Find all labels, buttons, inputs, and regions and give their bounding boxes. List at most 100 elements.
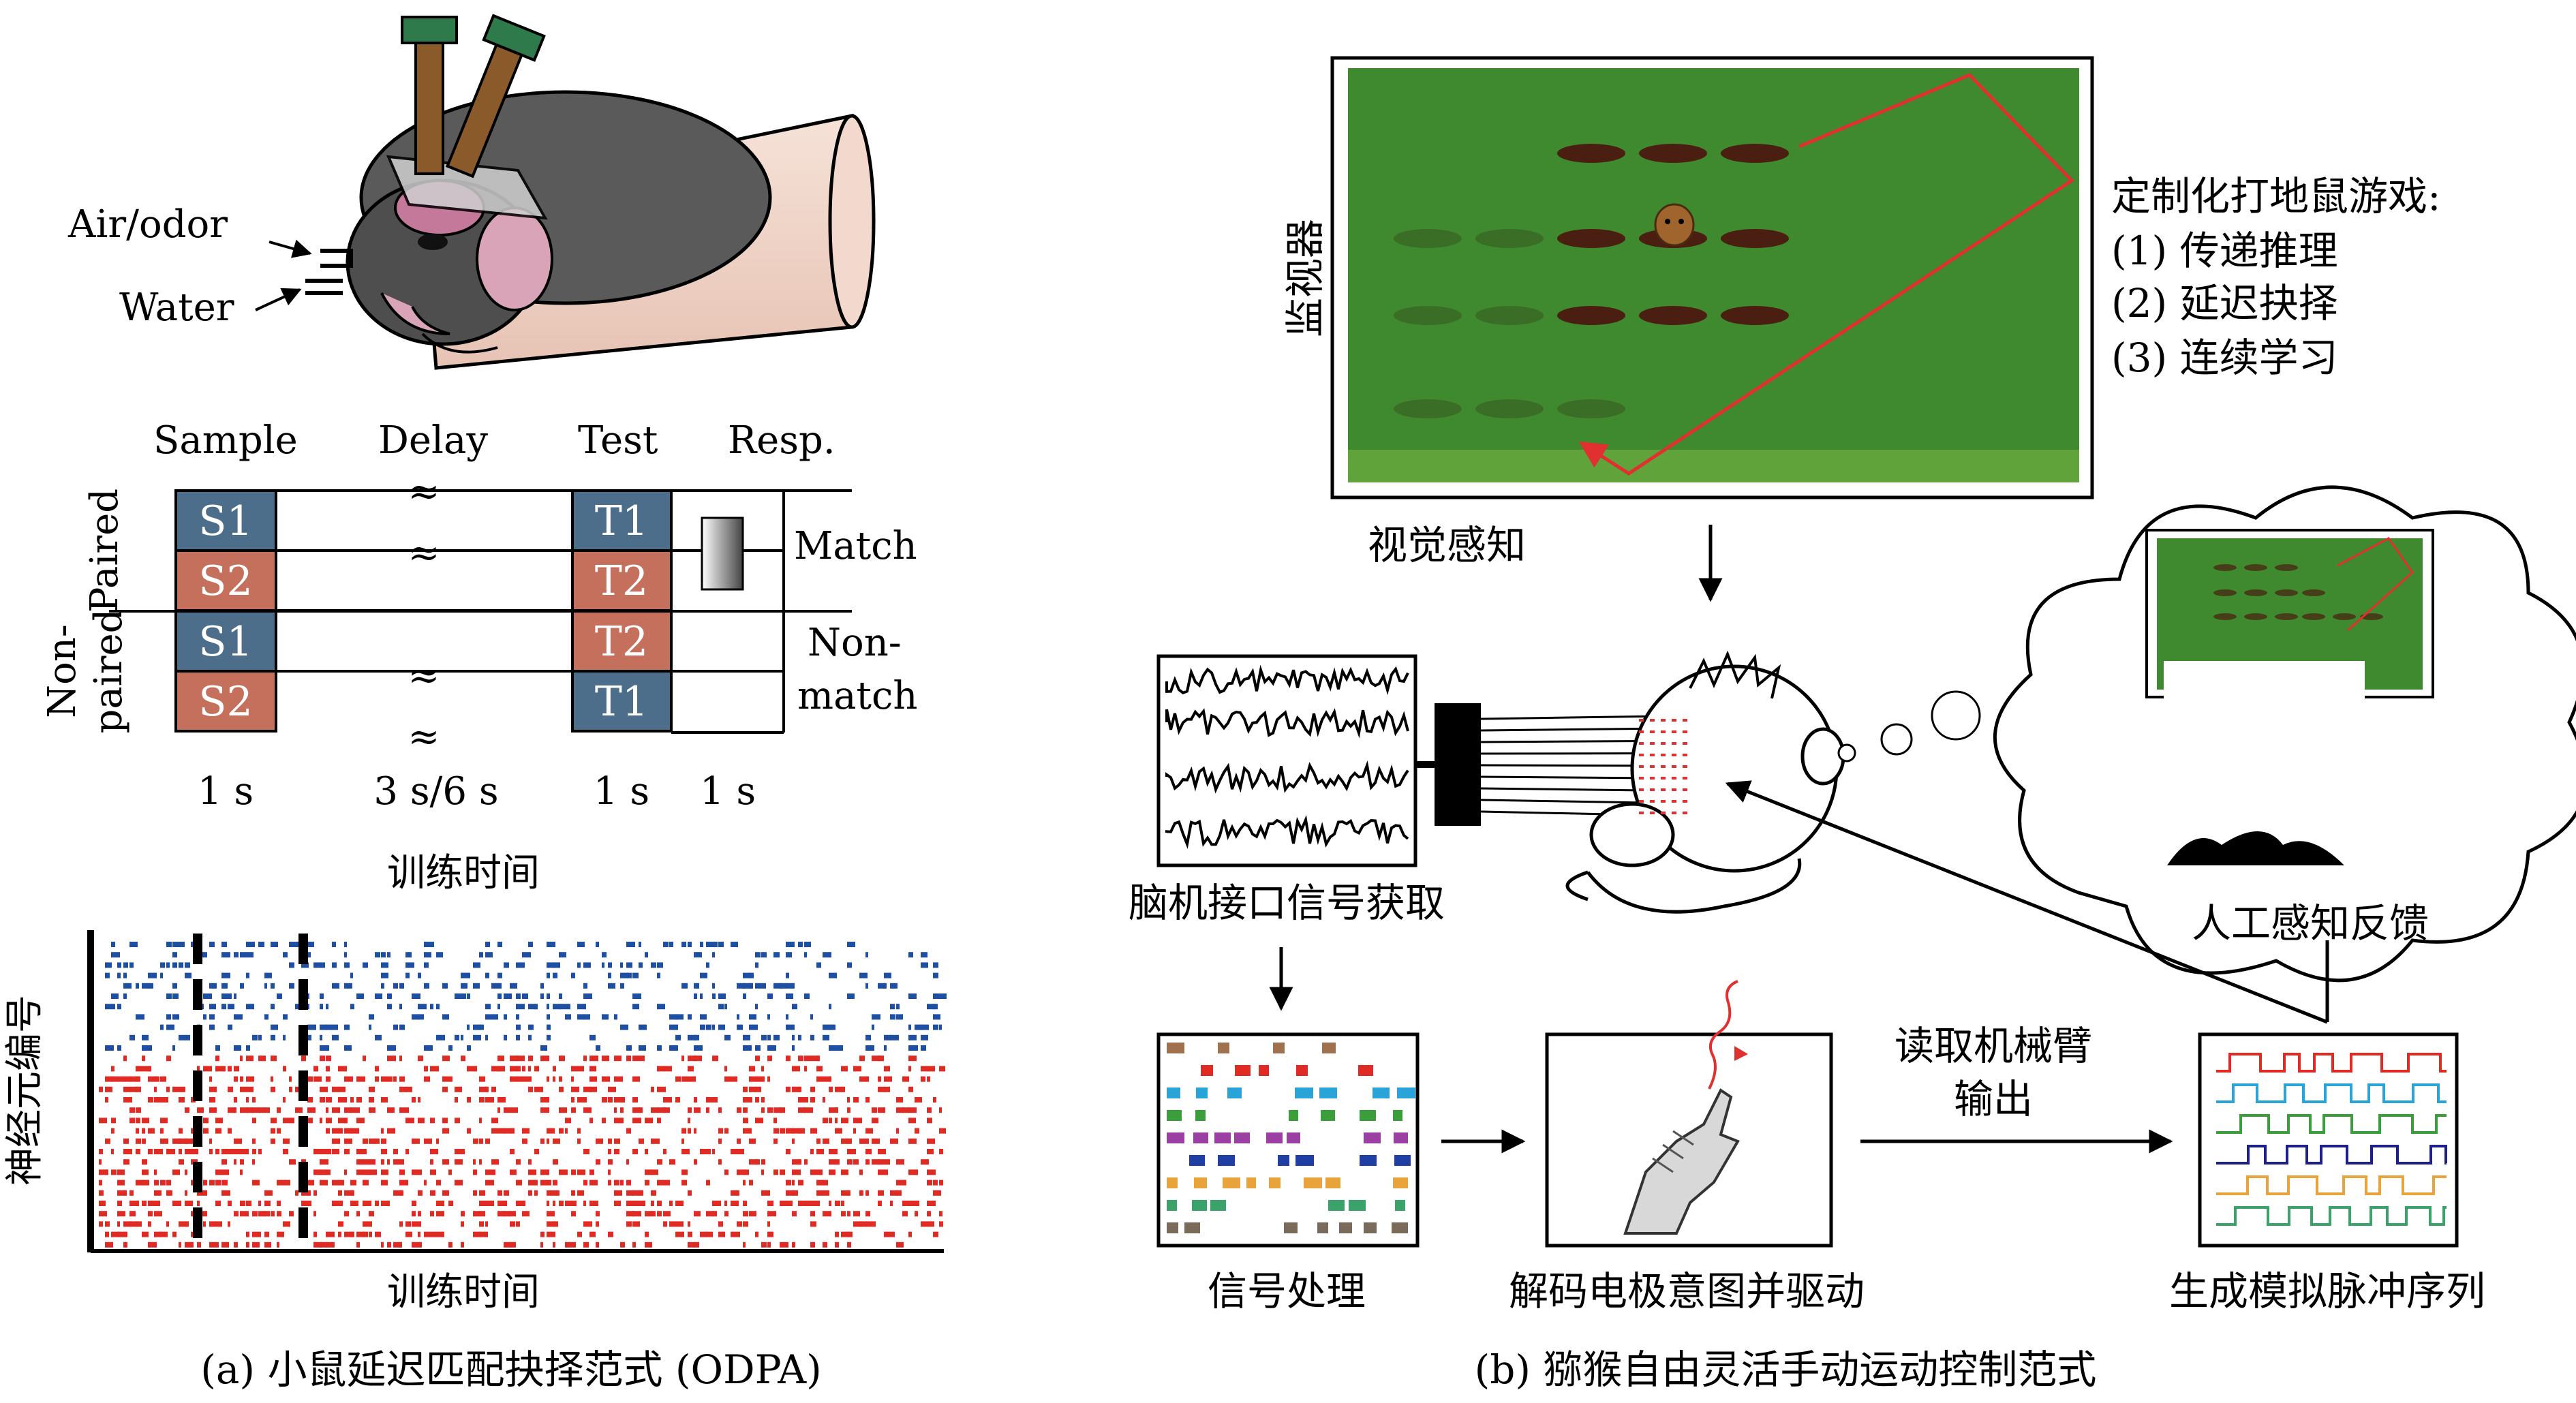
spike-mark <box>865 1221 872 1227</box>
spike-mark <box>798 1180 803 1186</box>
spike-mark <box>743 1086 748 1092</box>
spike-mark <box>485 1004 491 1010</box>
spike-mark <box>504 1242 511 1248</box>
spike-mark <box>786 1201 793 1206</box>
spike-mark <box>442 1086 448 1092</box>
spike-mark <box>804 952 807 958</box>
spike-mark <box>209 1097 215 1103</box>
spike-mark <box>246 1097 249 1103</box>
spike-mark <box>289 983 294 989</box>
spike-mark <box>166 962 170 968</box>
spike-mark <box>706 1097 715 1103</box>
spike-mark <box>688 1117 690 1124</box>
spike-mark <box>136 1076 140 1082</box>
spike-mark <box>743 993 746 999</box>
spike-mark <box>105 1169 108 1175</box>
spike-mark <box>344 1138 352 1144</box>
spike-mark <box>681 1180 687 1186</box>
spike-mark <box>252 1242 260 1248</box>
spike-mark <box>399 1180 408 1186</box>
spike-mark <box>786 952 792 958</box>
spike-mark <box>136 1117 140 1124</box>
spike-mark <box>129 1117 135 1124</box>
spike-mark <box>344 1231 352 1237</box>
spike-mark <box>332 1138 340 1144</box>
spike-mark <box>651 1211 656 1217</box>
spike-mark <box>356 993 364 999</box>
spike-mark <box>902 1180 906 1186</box>
spike-mark <box>332 1024 338 1030</box>
spike-mark <box>589 1086 597 1092</box>
spike-mark <box>136 1138 141 1144</box>
spike-mark <box>816 1149 824 1154</box>
spike-mark <box>473 1066 477 1072</box>
spike-mark <box>859 1169 863 1175</box>
electrode-site <box>1683 719 1687 722</box>
spike-mark <box>908 1138 917 1144</box>
spike-mark <box>283 1034 286 1040</box>
spike-mark <box>148 1211 153 1217</box>
processed-spike <box>1317 1222 1328 1233</box>
electrode-site <box>1683 788 1687 791</box>
spike-mark <box>148 1076 157 1082</box>
spike-mark <box>829 1107 838 1113</box>
spike-mark <box>933 1024 938 1030</box>
spike-mark <box>136 1180 143 1186</box>
spike-mark <box>694 1045 703 1051</box>
spike-mark <box>197 1066 200 1072</box>
mole-hole-empty <box>1394 229 1462 248</box>
spike-mark <box>878 1086 885 1092</box>
spike-mark <box>724 1128 729 1134</box>
spike-mark <box>166 942 172 947</box>
spike-mark <box>798 1097 806 1103</box>
spike-mark <box>565 1117 571 1124</box>
spike-mark <box>798 1128 805 1134</box>
spike-mark <box>221 993 230 999</box>
spike-mark <box>154 1076 159 1082</box>
mole-hole-empty <box>1394 306 1462 325</box>
spike-mark <box>111 1066 114 1072</box>
spike-mark <box>939 1024 942 1030</box>
spike-mark <box>663 942 669 947</box>
spike-mark <box>853 1117 862 1124</box>
spike-mark <box>528 1034 532 1040</box>
spike-mark <box>307 1107 316 1113</box>
spike-mark <box>307 1201 311 1206</box>
spike-mark <box>571 1097 574 1103</box>
spike-mark <box>467 1045 471 1051</box>
processed-spike <box>1167 1088 1180 1098</box>
spike-mark <box>405 1221 411 1227</box>
spike-mark <box>847 1107 850 1113</box>
spike-mark <box>810 1055 818 1062</box>
sample-cell-1 <box>174 489 277 552</box>
spike-mark <box>485 1221 488 1227</box>
spike-mark <box>755 1076 763 1082</box>
spike-mark <box>136 1149 140 1154</box>
spike-mark <box>209 1066 212 1072</box>
spike-mark <box>915 1024 922 1030</box>
spike-mark <box>369 1159 375 1165</box>
spike-mark <box>99 1169 108 1175</box>
spike-mark <box>927 1180 932 1186</box>
spike-mark <box>792 1086 800 1092</box>
spike-mark <box>792 1066 800 1072</box>
spike-mark <box>148 1066 151 1072</box>
spike-mark <box>430 1190 435 1196</box>
spike-mark <box>614 1097 620 1103</box>
spike-mark <box>737 1221 742 1227</box>
mini-hole <box>2213 613 2237 620</box>
spike-mark <box>933 1097 936 1103</box>
spike-mark <box>142 1201 147 1206</box>
spike-mark <box>240 1055 243 1062</box>
spike-mark <box>381 1076 388 1082</box>
spike-mark <box>878 1149 886 1154</box>
spike-mark <box>399 983 404 989</box>
spike-mark <box>369 1231 372 1237</box>
spike-mark <box>528 1180 535 1186</box>
spike-mark <box>221 1190 230 1196</box>
spike-mark <box>412 993 420 999</box>
spike-mark <box>921 1221 927 1227</box>
spike-mark <box>767 1014 770 1020</box>
spike-mark <box>197 1190 203 1196</box>
spike-mark <box>547 1211 555 1217</box>
